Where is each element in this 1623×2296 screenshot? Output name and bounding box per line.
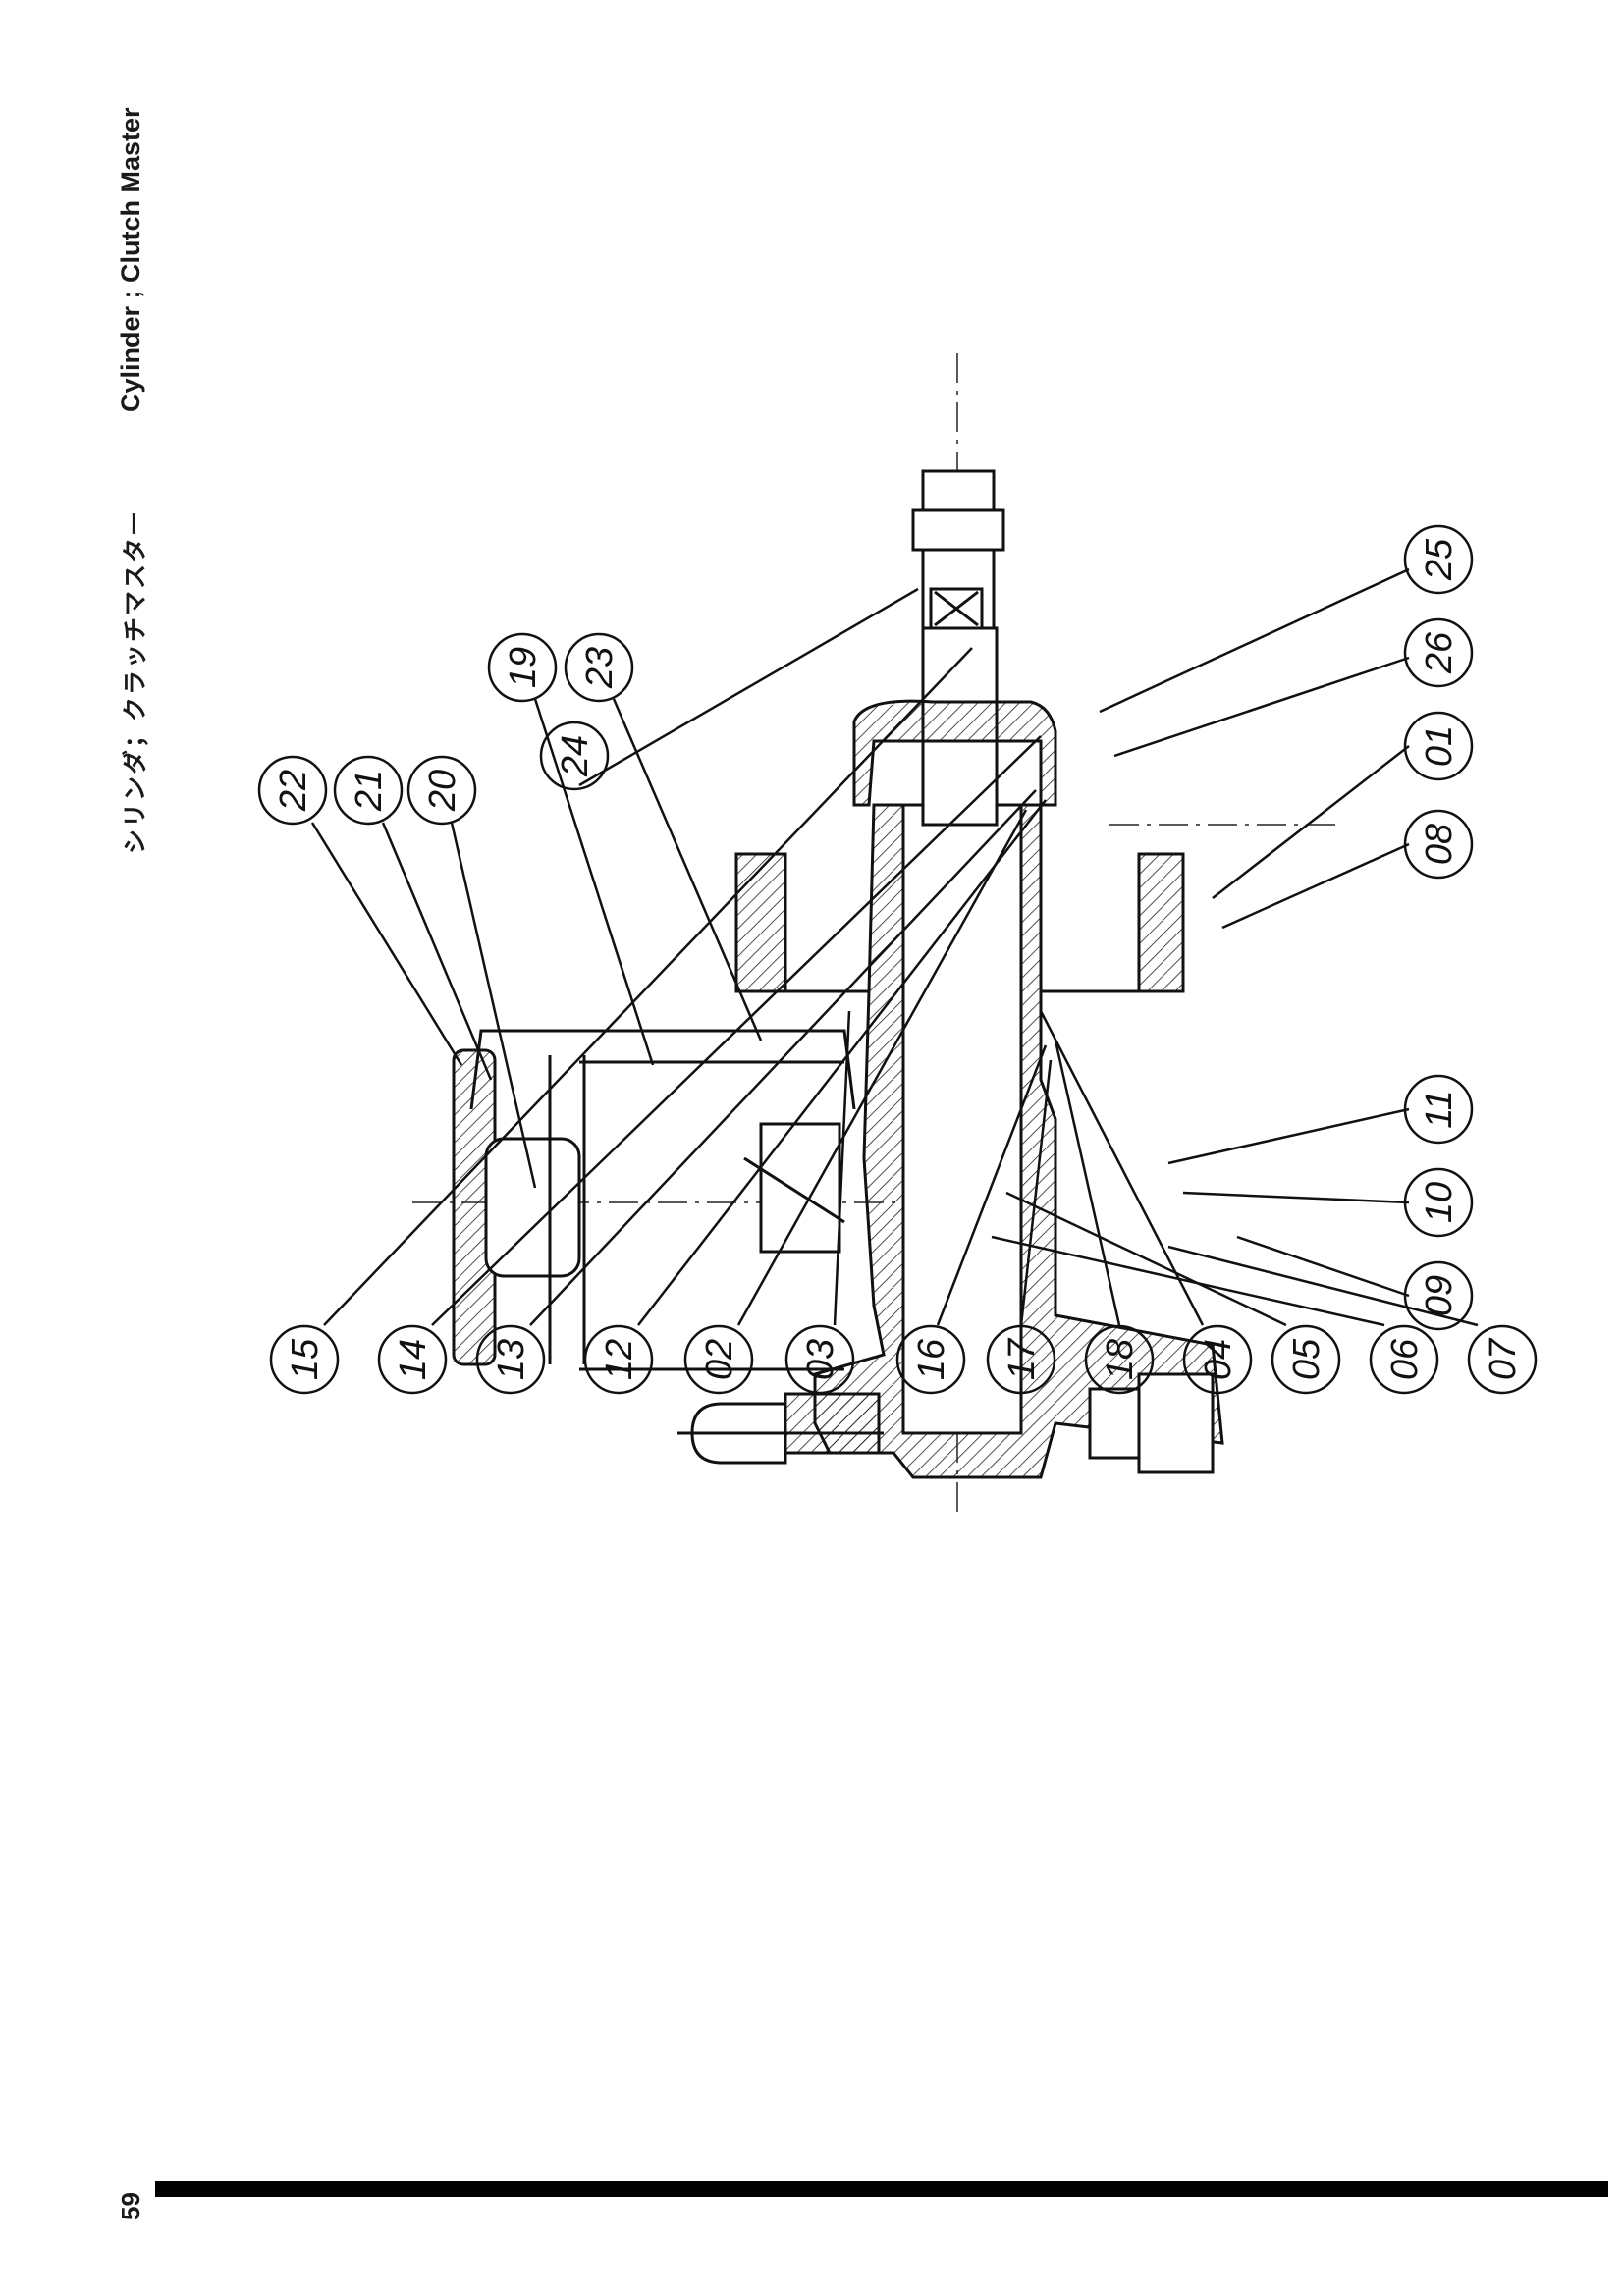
svg-text:15: 15 <box>285 1338 326 1380</box>
callout-10: 10 <box>1182 1167 1474 1238</box>
callout-02: 02 <box>683 809 1028 1395</box>
svg-text:20: 20 <box>422 770 463 812</box>
svg-text:10: 10 <box>1419 1182 1460 1223</box>
svg-text:05: 05 <box>1286 1338 1327 1380</box>
svg-text:08: 08 <box>1419 824 1460 865</box>
callout-01: 01 <box>1212 711 1474 899</box>
svg-text:09: 09 <box>1419 1275 1460 1316</box>
svg-text:13: 13 <box>491 1339 532 1380</box>
callout-25: 25 <box>1099 524 1474 714</box>
svg-text:24: 24 <box>555 735 596 777</box>
callout-22: 22 <box>257 755 463 1066</box>
svg-text:16: 16 <box>911 1338 952 1380</box>
callout-20: 20 <box>406 755 537 1189</box>
callout-03: 03 <box>784 1010 855 1395</box>
callout-14: 14 <box>377 735 1042 1395</box>
svg-text:02: 02 <box>699 1339 740 1380</box>
callout-18: 18 <box>1054 1040 1155 1395</box>
callout-11: 11 <box>1167 1074 1474 1165</box>
svg-text:03: 03 <box>800 1339 841 1380</box>
svg-text:19: 19 <box>503 647 544 688</box>
svg-text:23: 23 <box>579 647 621 689</box>
svg-text:01: 01 <box>1419 725 1460 767</box>
callout-06: 06 <box>991 1235 1439 1395</box>
svg-text:14: 14 <box>393 1339 434 1380</box>
svg-text:06: 06 <box>1384 1338 1426 1380</box>
reservoir <box>452 1029 856 1371</box>
svg-text:07: 07 <box>1483 1337 1524 1380</box>
callout-16: 16 <box>895 1044 1048 1395</box>
cylinder-body <box>734 803 1224 1479</box>
callout-09: 09 <box>1236 1235 1474 1331</box>
svg-text:12: 12 <box>599 1339 640 1380</box>
svg-text:04: 04 <box>1198 1339 1239 1380</box>
bleeder-valve <box>677 1392 884 1465</box>
svg-text:25: 25 <box>1419 538 1460 581</box>
footer-rule <box>155 2181 1608 2197</box>
callout-15: 15 <box>269 647 973 1395</box>
svg-text:21: 21 <box>349 770 390 812</box>
callout-24: 24 <box>539 587 919 791</box>
callout-08: 08 <box>1221 809 1474 930</box>
callout-17: 17 <box>986 1059 1056 1395</box>
callout-07: 07 <box>1167 1245 1538 1395</box>
callout-23: 23 <box>564 632 763 1041</box>
callout-12: 12 <box>583 799 1047 1395</box>
push-rod <box>911 469 1005 827</box>
callout-21: 21 <box>333 755 493 1081</box>
callout-13: 13 <box>475 789 1037 1395</box>
svg-text:17: 17 <box>1001 1337 1043 1380</box>
callout-05: 05 <box>1005 1191 1341 1395</box>
svg-text:22: 22 <box>273 770 314 812</box>
svg-text:18: 18 <box>1100 1339 1141 1380</box>
svg-text:26: 26 <box>1419 631 1460 674</box>
callout-19: 19 <box>487 632 655 1066</box>
callout-26: 26 <box>1113 617 1474 758</box>
svg-text:11: 11 <box>1419 1090 1460 1128</box>
